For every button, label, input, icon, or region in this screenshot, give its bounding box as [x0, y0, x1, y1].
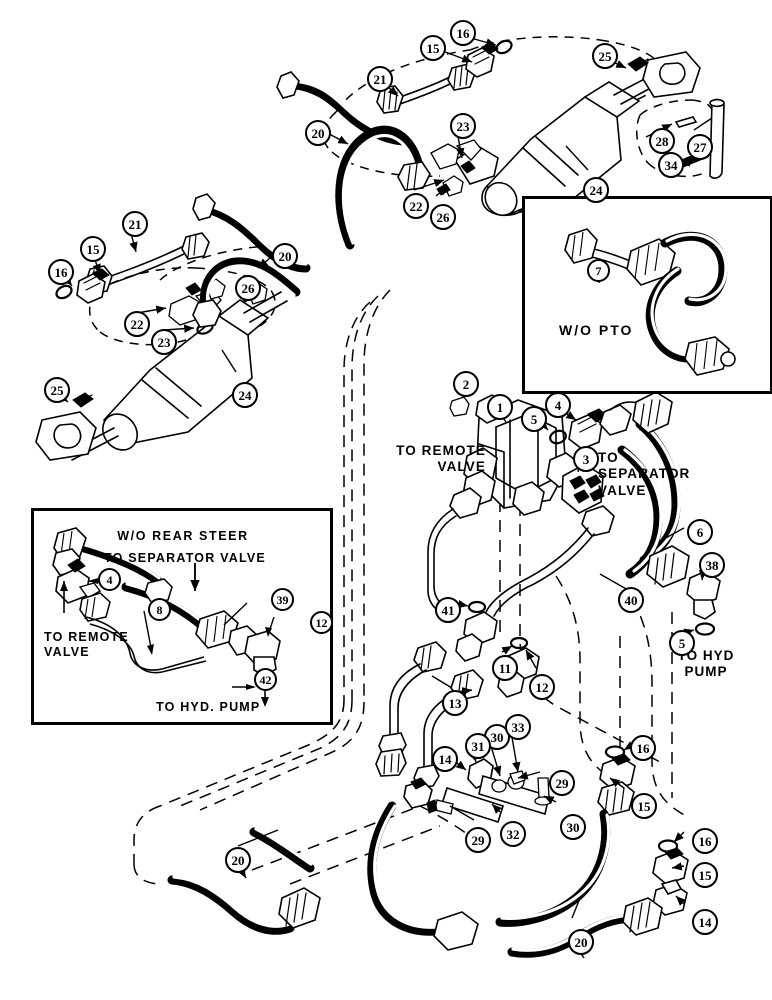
callout-23-a[interactable]: 23	[450, 113, 476, 139]
callout-25-a[interactable]: 25	[592, 43, 618, 69]
inset-to-separator-valve-label: TO SEPARATOR VALVE	[104, 551, 266, 565]
wo-pto-inset: 7 W/O PTO	[522, 196, 772, 394]
callout-27[interactable]: 27	[687, 134, 713, 160]
to-hyd-pump-label: TO HYD PUMP	[677, 648, 735, 680]
callout-24-b[interactable]: 24	[232, 382, 258, 408]
wo-rear-steer-label: W/O REAR STEER	[117, 529, 249, 543]
callout-12-b[interactable]: 12	[529, 674, 555, 700]
callout-23-b[interactable]: 23	[151, 329, 177, 355]
callout-6[interactable]: 6	[687, 519, 713, 545]
to-separator-valve-label: TO SEPARATOR VALVE	[598, 450, 691, 498]
wo-rear-steer-inset: W/O REAR STEER TO SEPARATOR VALVE TO REM…	[31, 508, 333, 725]
callout-3[interactable]: 3	[573, 446, 599, 472]
inset-to-hyd-pump-label: TO HYD. PUMP	[156, 700, 261, 714]
callout-15-b[interactable]: 15	[80, 236, 106, 262]
callout-12-a[interactable]: 41	[435, 597, 461, 623]
callout-16-b[interactable]: 16	[48, 259, 74, 285]
callout-22-b[interactable]: 22	[124, 311, 150, 337]
callout-25-b[interactable]: 25	[44, 377, 70, 403]
callout-26-b[interactable]: 26	[235, 275, 261, 301]
inset-to-remote-valve-label: TO REMOTE VALVE	[44, 630, 129, 660]
callout-4-a[interactable]: 4	[545, 392, 571, 418]
callout-16-c[interactable]: 16	[630, 735, 656, 761]
callout-21-b[interactable]: 21	[122, 211, 148, 237]
callout-31[interactable]: 31	[465, 733, 491, 759]
callout-34[interactable]: 34	[658, 152, 684, 178]
callout-26-a[interactable]: 26	[430, 204, 456, 230]
callout-28[interactable]: 28	[649, 128, 675, 154]
callout-21-a[interactable]: 21	[367, 66, 393, 92]
callout-13[interactable]: 13	[442, 690, 468, 716]
callout-16-a[interactable]: 16	[450, 20, 476, 46]
callout-30-b[interactable]: 30	[560, 814, 586, 840]
callout-20-d[interactable]: 20	[568, 929, 594, 955]
callout-20-b[interactable]: 20	[272, 243, 298, 269]
callout-41[interactable]: 12	[310, 611, 333, 634]
callout-14-a[interactable]: 14	[432, 746, 458, 772]
callout-14-b[interactable]: 14	[692, 909, 718, 935]
wo-rear-steer-artwork	[52, 527, 281, 707]
to-remote-valve-label: TO REMOTE VALVE	[396, 443, 486, 475]
callout-33[interactable]: 33	[505, 714, 531, 740]
callout-16-d[interactable]: 16	[692, 828, 718, 854]
callout-15-c[interactable]: 15	[631, 793, 657, 819]
callout-40[interactable]: 39	[271, 588, 294, 611]
callout-24-a[interactable]: 24	[583, 177, 609, 203]
callout-20-a[interactable]: 20	[305, 120, 331, 146]
callout-8[interactable]: 40	[618, 587, 644, 613]
callout-22-a[interactable]: 22	[403, 193, 429, 219]
callout-29-b[interactable]: 29	[465, 827, 491, 853]
callout-15-d[interactable]: 15	[692, 862, 718, 888]
callout-15-a[interactable]: 15	[420, 35, 446, 61]
wo-pto-label: W/O PTO	[559, 322, 634, 338]
callout-39[interactable]: 8	[148, 598, 171, 621]
callout-11[interactable]: 11	[492, 655, 518, 681]
callout-4-b[interactable]: 38	[699, 552, 725, 578]
callout-7[interactable]: 7	[587, 259, 610, 282]
callout-2[interactable]: 2	[453, 371, 479, 397]
callout-5-a[interactable]: 5	[521, 406, 547, 432]
callout-1[interactable]: 1	[487, 394, 513, 420]
callout-32[interactable]: 32	[500, 821, 526, 847]
callout-5-b[interactable]: 5	[669, 630, 695, 656]
callout-29-a[interactable]: 29	[549, 770, 575, 796]
wo-pto-artwork	[564, 228, 736, 376]
callout-42[interactable]: 42	[254, 668, 277, 691]
callout-38[interactable]: 4	[98, 568, 121, 591]
callout-20-c[interactable]: 20	[225, 847, 251, 873]
